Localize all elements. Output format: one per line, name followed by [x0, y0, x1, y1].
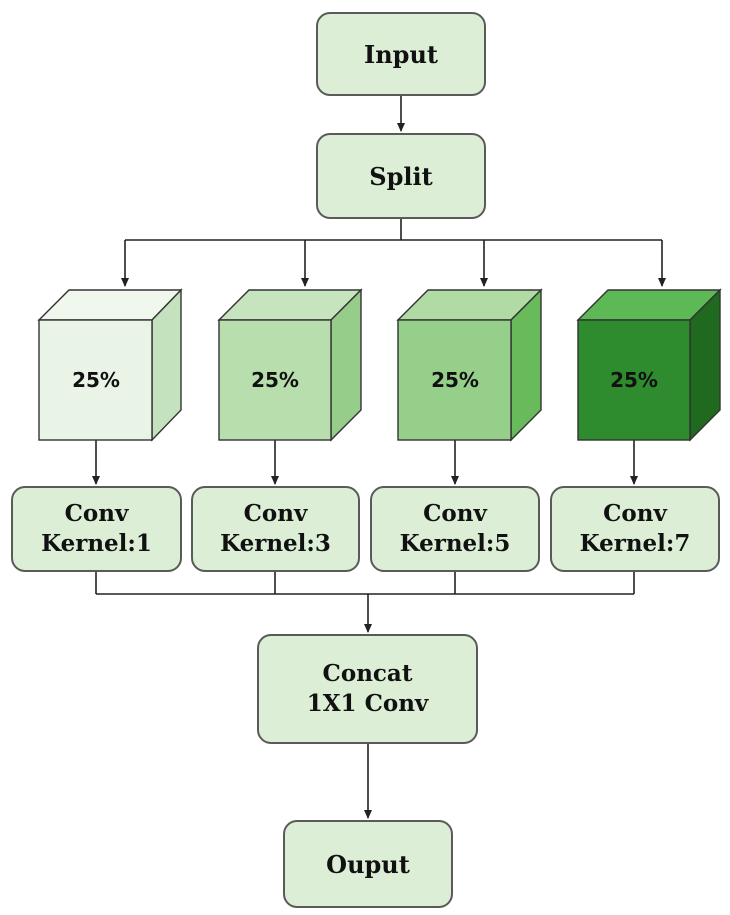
conv-kernel-1-node: Conv Kernel:1 [11, 486, 182, 572]
cube-1-percent-label: 25% [72, 368, 120, 392]
cube-4-front-face [577, 319, 691, 441]
conv-7-title: Conv [603, 499, 667, 527]
split-cube-2: 25% [217, 288, 363, 442]
conv-1-title: Conv [64, 499, 129, 527]
output-node: Ouput [283, 820, 453, 908]
conv-3-kernel: Kernel:3 [220, 530, 331, 557]
input-node-label: Input [364, 39, 438, 69]
conv-1-kernel: Kernel:1 [41, 530, 152, 557]
conv-5-title: Conv [423, 499, 487, 527]
concat-title: Concat [322, 659, 413, 687]
cube-3-front-face [397, 319, 512, 441]
cube-3-percent-label: 25% [431, 368, 479, 392]
cube-2-front-face [218, 319, 332, 441]
split-node: Split [316, 133, 486, 219]
conv-kernel-7-node: Conv Kernel:7 [550, 486, 720, 572]
conv-5-kernel: Kernel:5 [399, 530, 511, 557]
split-cube-4: 25% [576, 288, 722, 442]
split-node-label: Split [369, 161, 433, 191]
input-node: Input [316, 12, 486, 96]
cube-2-percent-label: 25% [251, 368, 299, 392]
conv-3-title: Conv [243, 499, 308, 527]
concat-conv-label: 1X1 Conv [306, 690, 429, 717]
split-cube-1: 25% [37, 288, 183, 442]
conv-kernel-5-node: Conv Kernel:5 [370, 486, 540, 572]
conv-7-kernel: Kernel:7 [579, 530, 691, 557]
output-node-label: Ouput [326, 849, 410, 879]
connector-lines [92, 96, 666, 819]
concat-node: Concat 1X1 Conv [257, 634, 478, 744]
split-cube-3: 25% [396, 288, 543, 442]
cube-4-percent-label: 25% [610, 368, 658, 392]
cube-1-front-face [38, 319, 153, 441]
conv-kernel-3-node: Conv Kernel:3 [191, 486, 360, 572]
